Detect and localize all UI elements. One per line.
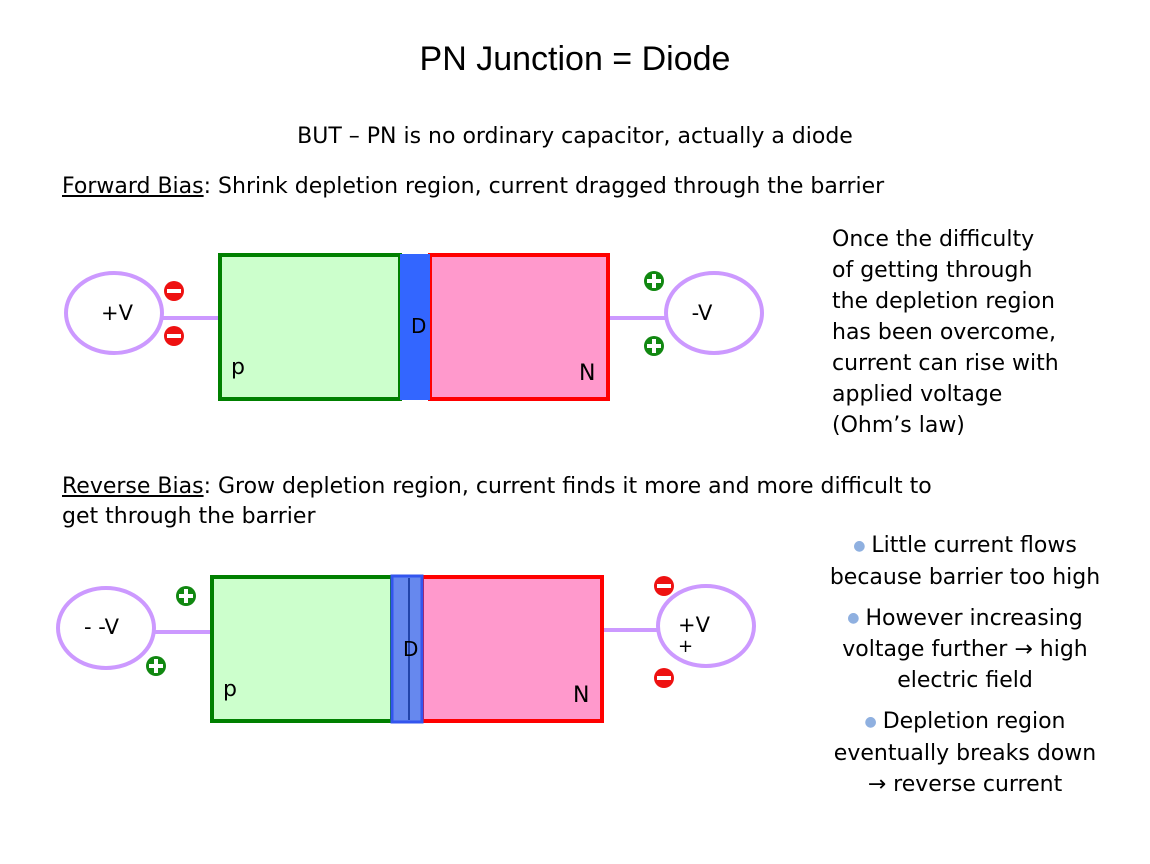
forward-n-label: N [579,361,595,386]
plus-badge-icon [644,271,664,291]
reverse-n-label: N [573,683,589,708]
forward-bias-text: Forward Bias: Shrink depletion region, c… [62,174,884,199]
forward-p-label: p [231,355,245,380]
forward-d-label: D [411,314,426,338]
forward-note-line: current can rise with [832,351,1059,376]
forward-n-region [428,253,610,401]
reverse-right-source-label: +V [678,613,711,637]
minus-badge-icon [654,576,674,596]
forward-note-line: applied voltage [832,382,1003,407]
bullet-item: ●However increasing voltage further → hi… [842,605,1088,694]
forward-note-line: of getting through [832,258,1033,283]
reverse-bias-description-line2: get through the barrier [62,504,316,529]
bullet-item: ●Little current flows because barrier to… [829,533,1101,590]
forward-note-line: the depletion region [832,289,1055,314]
forward-note: Once the difficulty of getting through t… [832,224,1059,441]
forward-bias-heading: Forward Bias [62,174,204,199]
reverse-right-source [656,584,756,668]
plus-badge-icon [176,586,196,606]
reverse-depletion-region [390,574,424,724]
reverse-bullets: ●Little current flows because barrier to… [800,530,1130,810]
reverse-bias-diagram: - -V +V + D p N [56,574,756,724]
bullet-dot-icon: ● [847,610,860,626]
plus-badge-icon [146,656,166,676]
forward-note-line: Once the difficulty [832,227,1035,252]
page-title: PN Junction = Diode [419,40,731,78]
reverse-left-source-label: - -V [84,615,120,639]
forward-bias-description: : Shrink depletion region, current dragg… [203,174,885,199]
reverse-d-label: D [403,637,418,661]
reverse-p-region [210,575,394,723]
forward-note-line: has been overcome, [832,320,1056,345]
reverse-p-label: p [223,677,237,702]
bullet-dot-icon: ● [853,537,866,554]
forward-right-source-label: -V [692,301,713,325]
minus-badge-icon [654,668,674,688]
subtitle: BUT – PN is no ordinary capacitor, actua… [297,124,853,149]
forward-right-source [664,271,764,355]
reverse-left-source [56,586,156,670]
minus-badge-icon [164,326,184,346]
plus-badge-icon [644,336,664,356]
reverse-right-source-sub: + [678,636,693,657]
forward-left-source [64,271,164,355]
reverse-n-region [420,575,604,723]
reverse-bias-heading: Reverse Bias [62,474,204,499]
forward-bias-diagram: +V -V D p N [64,253,764,401]
reverse-bias-description: : Grow depletion region, current finds i… [203,474,932,499]
minus-badge-icon [164,281,184,301]
forward-p-region [218,253,402,401]
forward-note-line: (Ohm’s law) [832,413,965,438]
forward-depletion-region [400,254,430,400]
bullet-dot-icon: ● [864,713,877,730]
forward-left-source-label: +V [101,301,134,325]
reverse-bias-text: Reverse Bias: Grow depletion region, cur… [62,472,932,532]
bullet-item: ●Depletion region eventually breaks down… [833,709,1097,797]
